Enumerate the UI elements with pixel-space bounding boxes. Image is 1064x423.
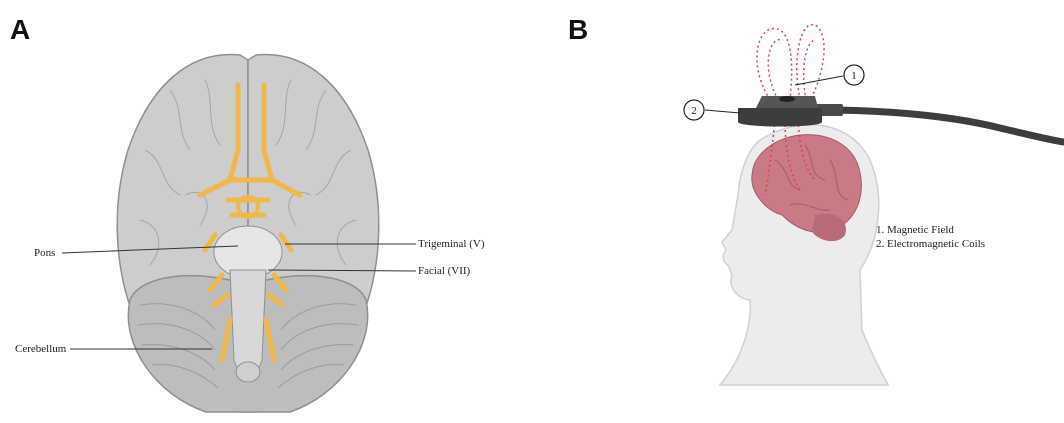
- medulla-end: [236, 362, 260, 382]
- legend-item-magnetic-field: 1. Magnetic Field: [876, 223, 985, 237]
- callout-2: 2: [684, 100, 740, 120]
- coil-cable: [820, 110, 1064, 142]
- coil-hole: [779, 96, 795, 102]
- tms-head-illustration: 1 2: [684, 25, 1064, 385]
- label-cerebellum: Cerebellum: [15, 343, 66, 355]
- legend-item-electromagnetic-coils: 2. Electromagnetic Coils: [876, 237, 985, 251]
- legend: 1. Magnetic Field 2. Electromagnetic Coi…: [876, 223, 985, 251]
- callout-1: 1: [795, 65, 864, 85]
- callout-1-label: 1: [851, 70, 857, 82]
- brainstem: [230, 270, 266, 374]
- label-facial: Facial (VII): [418, 265, 470, 277]
- electromagnetic-coil: [738, 108, 822, 127]
- label-trigeminal: Trigeminal (V): [418, 238, 485, 250]
- callout-2-label: 2: [691, 105, 697, 117]
- label-pons: Pons: [34, 247, 55, 259]
- brain-inferior-illustration: [62, 55, 416, 412]
